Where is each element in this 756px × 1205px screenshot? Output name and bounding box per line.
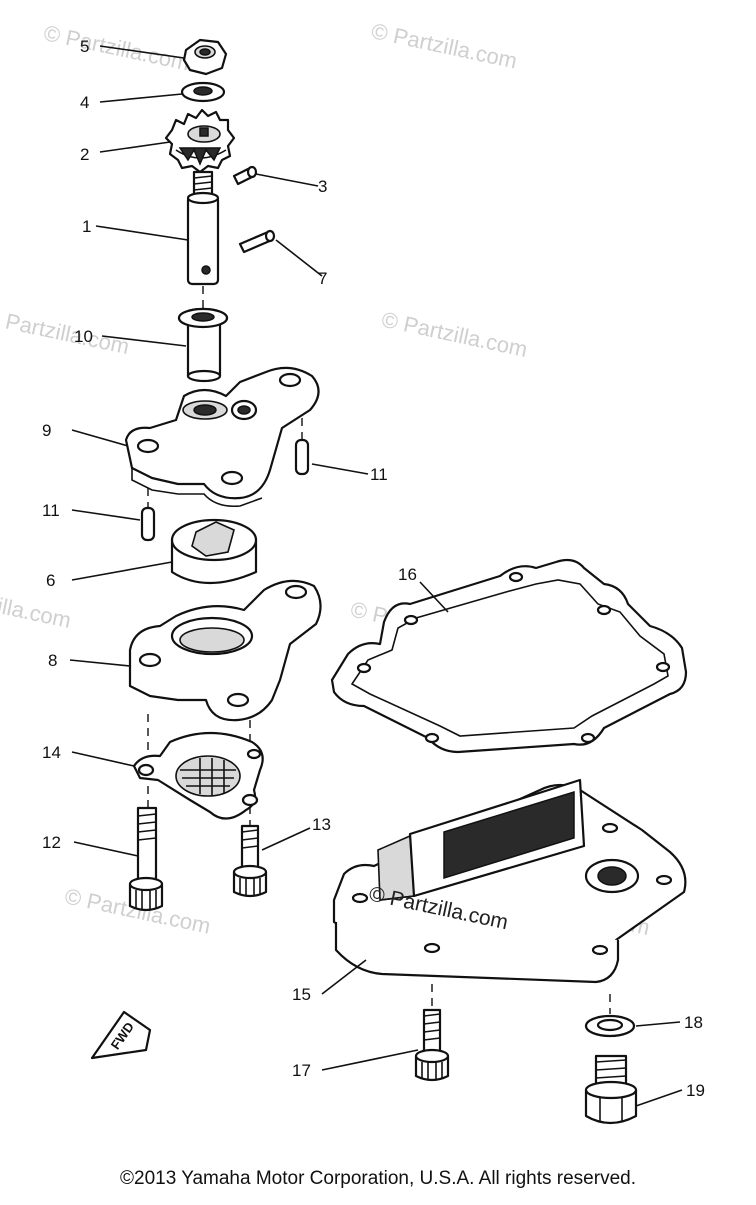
part-10-bushing: [177, 307, 229, 383]
watermark: © Partzilla.com: [379, 307, 529, 362]
part-2-gear: [164, 108, 236, 174]
callout-10: 10: [74, 327, 93, 346]
callout-18: 18: [684, 1013, 703, 1032]
part-17-bolt: [414, 1008, 450, 1082]
callout-11-right: 11: [370, 465, 388, 484]
part-15-oil-pan: [332, 778, 687, 1014]
copyright-notice: ©2013 Yamaha Motor Corporation, U.S.A. A…: [120, 1168, 636, 1189]
callout-2: 2: [80, 145, 89, 164]
callout-3: 3: [318, 177, 327, 196]
fwd-arrow-icon: FWD: [90, 1010, 152, 1060]
part-6-rotor: [170, 518, 258, 585]
callout-1: 1: [82, 217, 91, 236]
part-14-strainer: [132, 731, 264, 820]
part-12-bolt: [128, 786, 164, 912]
watermark: © Partzilla.com: [0, 304, 132, 359]
callout-6: 6: [46, 571, 55, 590]
part-5-nut: [182, 38, 228, 76]
callout-17: 17: [292, 1061, 311, 1080]
callout-11-left: 11: [42, 501, 60, 520]
callout-4: 4: [80, 93, 89, 112]
callout-labels: 5 4 2 3 1 7 10 9 11 11 6 8 16 14 12 13 1…: [42, 37, 705, 1100]
part-7-pin: [238, 229, 276, 254]
part-11-dowel-pin-left: [140, 488, 156, 542]
part-9-pump-cover: [124, 366, 320, 508]
part-8-pump-body: [128, 579, 322, 780]
watermark: © Partzilla.com: [0, 578, 73, 633]
part-19-drain-plug: [584, 1054, 638, 1125]
callout-7: 7: [318, 269, 327, 288]
part-3-pin: [232, 165, 258, 186]
leader-lines: [69, 45, 683, 1107]
part-1-shaft: [186, 170, 220, 310]
part-11-dowel-pin-right: [294, 418, 310, 476]
callout-8: 8: [48, 651, 57, 670]
part-18-washer: [584, 1014, 636, 1038]
callout-9: 9: [42, 421, 51, 440]
callout-19: 19: [686, 1081, 705, 1100]
callout-14: 14: [42, 743, 61, 762]
callout-15: 15: [292, 985, 311, 1004]
callout-5: 5: [80, 37, 89, 56]
watermark: © Partzilla.com: [369, 18, 519, 73]
callout-13: 13: [312, 815, 331, 834]
callout-16: 16: [398, 565, 417, 584]
part-13-bolt: [232, 806, 268, 898]
part-16-gasket: [330, 558, 688, 754]
part-4-washer: [180, 81, 226, 103]
callout-12: 12: [42, 833, 61, 852]
